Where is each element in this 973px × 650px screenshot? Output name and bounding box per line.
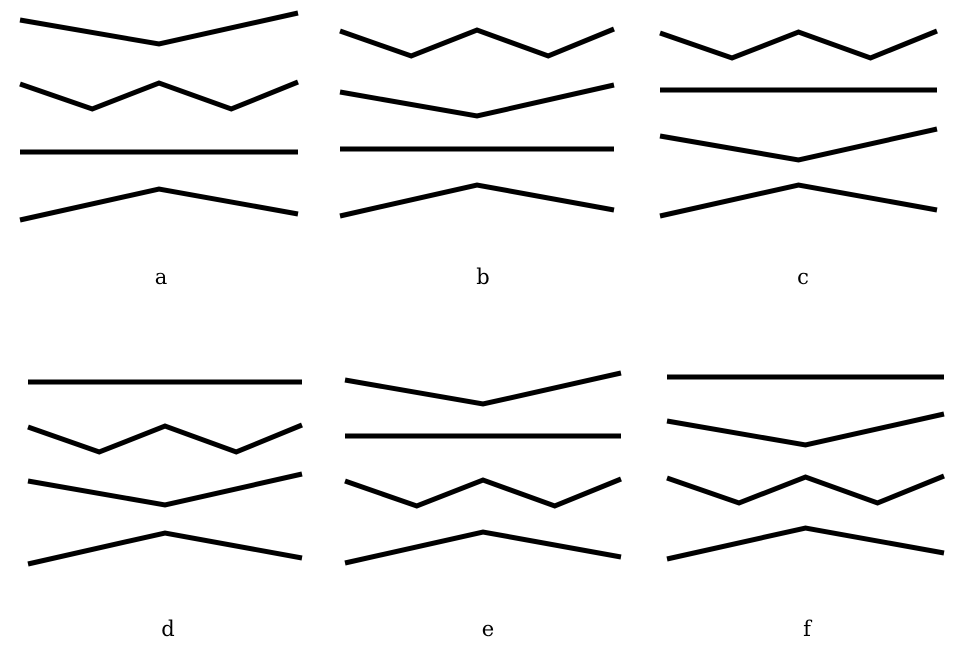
peak-line bbox=[339, 182, 615, 219]
peak-line bbox=[344, 529, 622, 566]
peak-line bbox=[659, 182, 938, 219]
zigzag-line bbox=[666, 473, 945, 506]
panel-label: b bbox=[476, 265, 489, 289]
v-line bbox=[19, 10, 299, 47]
peak-line bbox=[19, 186, 299, 223]
zigzag-line bbox=[339, 26, 615, 59]
v-line bbox=[344, 370, 622, 407]
zigzag-line bbox=[27, 422, 303, 455]
panel-f: f bbox=[666, 374, 945, 641]
panel-label: a bbox=[155, 265, 168, 289]
peak-line bbox=[27, 530, 303, 567]
zigzag-line bbox=[19, 79, 299, 112]
panel-d: d bbox=[27, 379, 303, 641]
panel-c: c bbox=[659, 28, 938, 289]
panel-label: d bbox=[161, 617, 174, 641]
v-line bbox=[27, 471, 303, 508]
zigzag-line bbox=[344, 476, 622, 509]
panel-label: f bbox=[803, 617, 813, 641]
panel-e: e bbox=[344, 370, 622, 641]
v-line bbox=[659, 126, 938, 163]
panel-a: a bbox=[19, 10, 299, 289]
peak-line bbox=[666, 525, 945, 562]
panel-b: b bbox=[339, 26, 615, 289]
v-line bbox=[339, 82, 615, 119]
zigzag-line bbox=[659, 28, 938, 61]
v-line bbox=[666, 411, 945, 448]
panel-label: c bbox=[797, 265, 809, 289]
panel-label: e bbox=[482, 617, 494, 641]
